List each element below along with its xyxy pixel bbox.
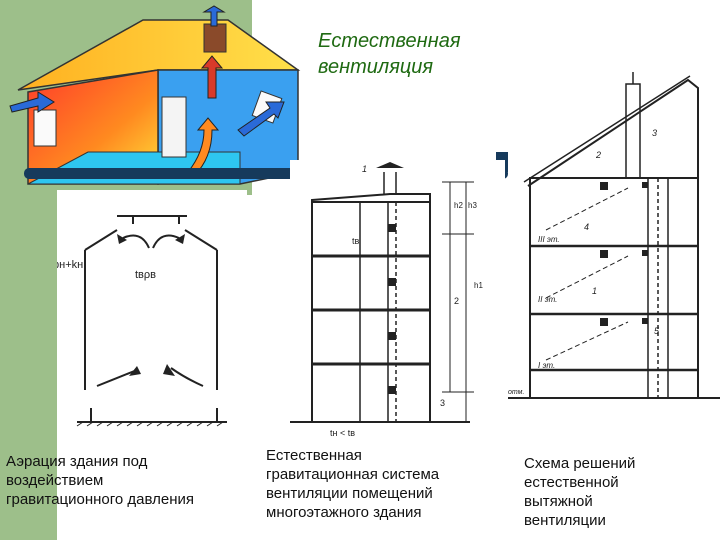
arrow-out-right-icon [237, 101, 285, 137]
exhaust-label-2: 2 [595, 150, 601, 160]
house-door [161, 96, 187, 158]
exhaust-diagram-panel: 3 2 1 4 5 III эт. II эт. I эт. отм. [508, 70, 720, 442]
house-window-left [33, 109, 57, 147]
arrow-in-left-icon [9, 91, 55, 113]
caption-building-line: гравитационная система [266, 466, 440, 483]
building-label-h3: h3 [468, 201, 477, 210]
arrow-rising-warm-icon [187, 117, 220, 177]
aeration-diagram: pн+kн tвρв [53, 215, 227, 427]
arrow-rising-chimney-icon [200, 55, 224, 99]
building-label-1: 1 [362, 164, 367, 174]
exhaust-ground-mark: отм. [508, 389, 524, 396]
divider-bar [24, 168, 508, 179]
caption-exhaust: Схема решений естественной вытяжной вент… [524, 454, 714, 530]
aeration-label-inside: tвρв [135, 269, 156, 281]
aeration-label-pressure: pн+kн [57, 259, 83, 271]
building-diagram-panel: 1 tв 2 3 h1 h2 h3 tн < tв [290, 160, 505, 442]
building-label-h2: h2 [454, 201, 463, 210]
caption-aeration-line: Аэрация здания под [6, 453, 148, 470]
arrow-up-chimney-icon [202, 5, 226, 27]
exhaust-label-4: 4 [584, 222, 589, 232]
caption-exhaust-line: вентиляции [524, 512, 606, 529]
page-title-line-2: вентиляция [318, 56, 434, 78]
caption-aeration-line: гравитационного давления [6, 491, 195, 508]
caption-building-line: вентиляции помещений [266, 485, 433, 502]
caption-exhaust-line: вытяжной [524, 493, 593, 510]
building-label-h1: h1 [474, 281, 483, 290]
exhaust-floor-1: I эт. [538, 361, 555, 370]
exhaust-floor-3: III эт. [538, 235, 560, 244]
caption-aeration-line: воздействием [6, 472, 104, 489]
building-label-tv: tв [352, 236, 360, 246]
page-title-line-1: Естественная [318, 30, 461, 52]
building-label-2: 2 [454, 296, 459, 306]
exhaust-floor-2: II эт. [538, 295, 557, 304]
caption-aeration: Аэрация здания под воздействием гравитац… [6, 452, 246, 509]
exhaust-label-5: 5 [654, 326, 660, 336]
caption-exhaust-line: естественной [524, 474, 619, 491]
caption-exhaust-line: Схема решений [524, 455, 636, 472]
caption-building: Естественная гравитационная система вент… [266, 446, 486, 522]
house-chimney [203, 23, 227, 53]
house-ventilation-illustration [9, 5, 301, 185]
building-label-tn-lt-tv: tн < tв [330, 428, 355, 438]
caption-building-line: многоэтажного здания [266, 504, 422, 521]
exhaust-diagram: 3 2 1 4 5 III эт. II эт. I эт. отм. [508, 72, 720, 399]
building-label-3: 3 [440, 398, 445, 408]
caption-building-line: Естественная [266, 447, 362, 464]
page-title: Естественная вентиляция [318, 28, 578, 80]
exhaust-label-3: 3 [652, 128, 657, 138]
exhaust-label-1: 1 [592, 286, 597, 296]
aeration-diagram-panel: pн+kн tвρв [53, 190, 247, 430]
building-diagram: 1 tв 2 3 h1 h2 h3 tн < tв [290, 162, 483, 438]
